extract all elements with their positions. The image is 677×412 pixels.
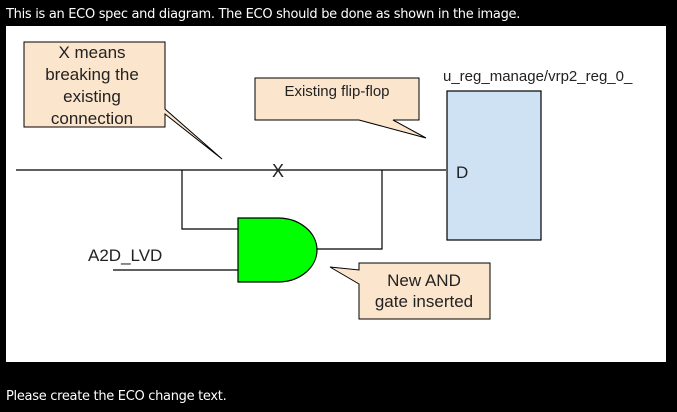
svg-text:gate inserted: gate inserted bbox=[375, 292, 473, 311]
callout-new-and-gate: New AND gate inserted bbox=[329, 262, 491, 320]
svg-text:New AND: New AND bbox=[387, 271, 461, 290]
svg-text:existing: existing bbox=[63, 87, 121, 106]
instruction-text: This is an ECO spec and diagram. The ECO… bbox=[6, 7, 521, 22]
svg-text:Existing flip-flop: Existing flip-flop bbox=[284, 83, 389, 100]
a2d-lvd-label: A2D_LVD bbox=[88, 246, 162, 265]
callout-existing-flipflop: Existing flip-flop bbox=[254, 77, 427, 139]
and-output-wire bbox=[317, 170, 383, 250]
svg-text:X means: X means bbox=[58, 43, 125, 62]
break-marker: X bbox=[272, 161, 284, 181]
svg-text:breaking the: breaking the bbox=[45, 65, 139, 84]
svg-text:connection: connection bbox=[51, 109, 133, 128]
callout-x-meaning: X means breaking the existing connection bbox=[23, 41, 223, 160]
and-gate bbox=[237, 217, 318, 283]
flipflop-box bbox=[446, 90, 542, 241]
flipflop-d-pin: D bbox=[456, 163, 468, 182]
eco-diagram: X A2D_LVD D u_reg_manage/vrp2_reg_0_ X m… bbox=[6, 26, 666, 362]
prompt-text: Please create the ECO change text. bbox=[6, 389, 227, 404]
and-input1-wire bbox=[181, 170, 238, 230]
flipflop-instance-name: u_reg_manage/vrp2_reg_0_ bbox=[443, 68, 633, 85]
